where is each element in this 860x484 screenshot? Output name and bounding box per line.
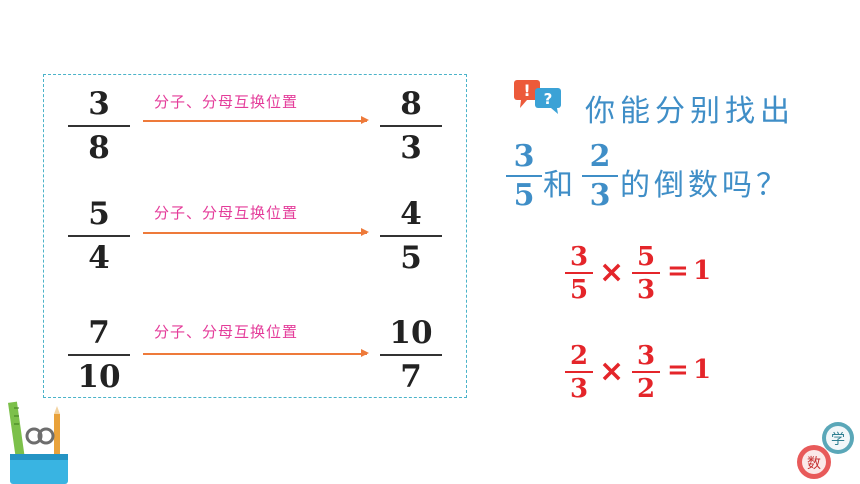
numerator: 5 xyxy=(636,242,656,272)
question-fraction-a: 3 5 xyxy=(506,142,542,211)
numerator: 2 xyxy=(589,139,611,174)
stationery-cup-icon xyxy=(8,401,68,484)
fraction-bar xyxy=(582,175,618,177)
equation-1-result: 1 xyxy=(693,256,712,286)
swap-label-2: 分子、分母互换位置 xyxy=(154,204,299,222)
gear-char-bottom: 数 xyxy=(807,456,821,472)
fraction-original-3: 7 10 xyxy=(68,318,130,393)
svg-text:?: ? xyxy=(544,90,553,108)
denominator: 10 xyxy=(77,359,121,395)
equation-1-times: × xyxy=(599,255,625,290)
svg-text:!: ! xyxy=(523,81,530,100)
denominator: 3 xyxy=(400,130,422,166)
fraction-bar xyxy=(380,235,442,237)
gear-char-top: 学 xyxy=(831,432,845,448)
equation-1-factor-a: 3 5 xyxy=(565,244,593,303)
fraction-bar xyxy=(68,354,130,356)
swap-label-1: 分子、分母互换位置 xyxy=(154,93,299,111)
numerator: 4 xyxy=(400,196,422,232)
fraction-bar xyxy=(565,272,593,274)
equation-2-factor-b: 3 2 xyxy=(632,343,660,402)
fraction-bar xyxy=(380,125,442,127)
denominator: 5 xyxy=(400,240,422,276)
fraction-bar xyxy=(565,371,593,373)
denominator: 4 xyxy=(88,240,110,276)
equation-2-times: × xyxy=(599,354,625,389)
chat-bubbles-icon: ! ? xyxy=(514,80,561,114)
fraction-bar xyxy=(380,354,442,356)
fraction-bar xyxy=(632,272,660,274)
equation-1-factor-b: 5 3 xyxy=(632,244,660,303)
numerator: 7 xyxy=(88,315,110,351)
fraction-bar xyxy=(632,371,660,373)
denominator: 3 xyxy=(589,178,611,213)
equation-2-result: 1 xyxy=(693,355,712,385)
question-tail: 的倒数吗？ xyxy=(620,168,790,203)
fraction-reciprocal-3: 10 7 xyxy=(380,318,442,393)
question-line-1: 你能分别找出 xyxy=(585,94,795,129)
equation-2-factor-a: 2 3 xyxy=(565,343,593,402)
denominator: 7 xyxy=(400,359,422,395)
fraction-original-2: 5 4 xyxy=(68,199,130,274)
question-conjunction: 和 xyxy=(543,168,573,203)
denominator: 2 xyxy=(636,374,656,404)
arrow-3 xyxy=(143,350,369,356)
fraction-bar xyxy=(68,235,130,237)
reciprocal-examples-panel xyxy=(43,74,467,398)
fraction-reciprocal-1: 8 3 xyxy=(380,89,442,164)
arrow-1 xyxy=(143,117,369,123)
numerator: 8 xyxy=(400,86,422,122)
denominator: 3 xyxy=(569,374,589,404)
denominator: 5 xyxy=(569,275,589,305)
numerator: 3 xyxy=(569,242,589,272)
fraction-reciprocal-2: 4 5 xyxy=(380,199,442,274)
swap-label-3: 分子、分母互换位置 xyxy=(154,323,299,341)
fraction-bar xyxy=(506,175,542,177)
numerator: 3 xyxy=(636,341,656,371)
denominator: 8 xyxy=(88,130,110,166)
numerator: 5 xyxy=(88,196,110,232)
math-gears-icon: 学 数 xyxy=(797,422,854,479)
denominator: 5 xyxy=(513,178,535,213)
equation-1-equals: = xyxy=(667,256,689,286)
equation-2-equals: = xyxy=(667,355,689,385)
numerator: 10 xyxy=(389,315,433,351)
numerator: 3 xyxy=(513,139,535,174)
numerator: 3 xyxy=(88,86,110,122)
numerator: 2 xyxy=(569,341,589,371)
arrow-2 xyxy=(143,229,369,235)
fraction-bar xyxy=(68,125,130,127)
fraction-original-1: 3 8 xyxy=(68,89,130,164)
question-fraction-b: 2 3 xyxy=(582,142,618,211)
denominator: 3 xyxy=(636,275,656,305)
